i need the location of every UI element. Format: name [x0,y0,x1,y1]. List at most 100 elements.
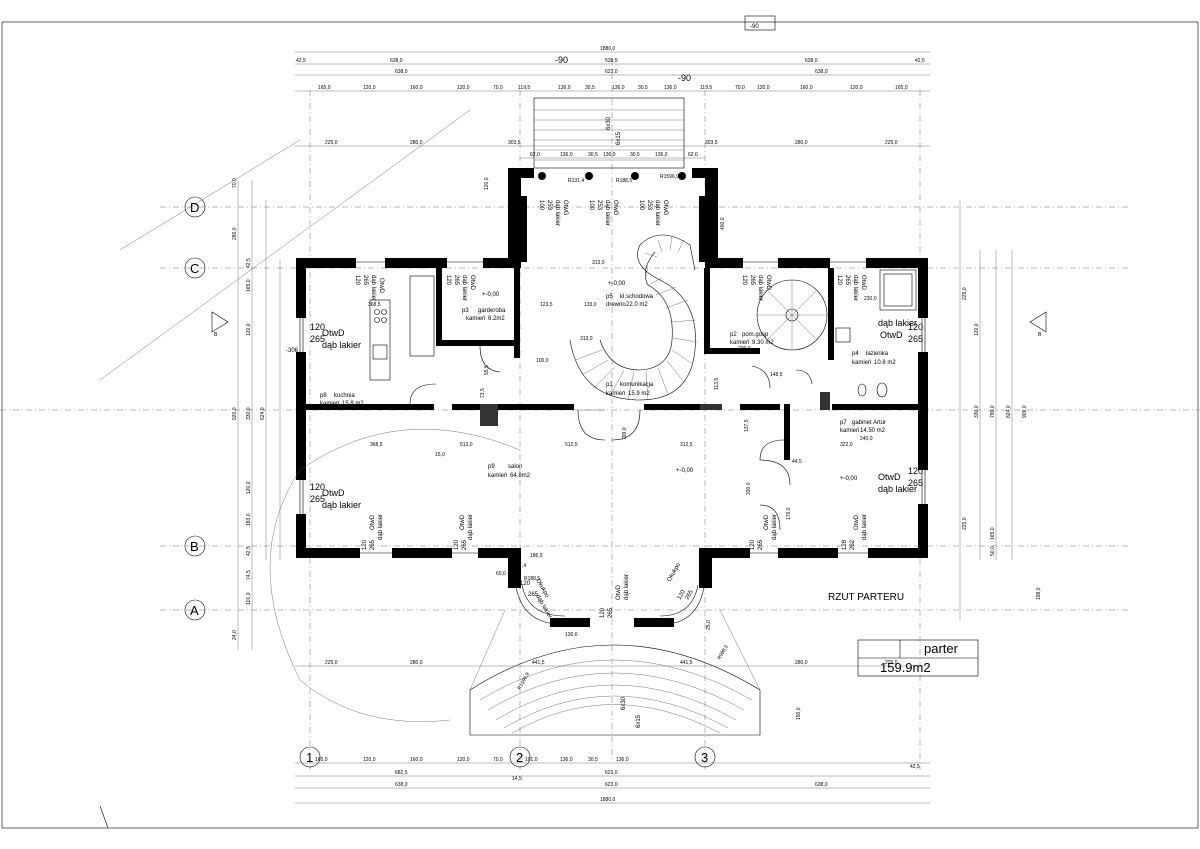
svg-text:280,0: 280,0 [410,660,423,666]
svg-text:kamień: kamień [730,340,749,346]
svg-text:22.0 m2: 22.0 m2 [626,302,648,308]
svg-text:15.8 m2: 15.8 m2 [342,401,364,407]
svg-text:A: A [190,603,199,618]
svg-text:dąb lakier: dąb lakier [852,275,858,301]
svg-text:gabinet Artur: gabinet Artur [852,420,886,426]
axis-lines [0,60,1200,770]
svg-text:dąb lakier: dąb lakier [604,200,610,226]
svg-text:280,0: 280,0 [410,140,423,146]
svg-text:120: 120 [836,275,842,286]
svg-text:dąb lakier: dąb lakier [878,318,917,328]
svg-text:280,0: 280,0 [795,140,808,146]
svg-text:133,0: 133,0 [584,302,597,308]
drawing-title: RZUT PARTERU [828,592,904,603]
svg-text:253: 253 [646,200,652,211]
svg-text:136,0: 136,0 [616,757,629,763]
svg-text:638,0: 638,0 [815,69,828,75]
dims-bottom: 165,0 120,0 160,0 120,0 70,0 101,0 136,0… [295,660,930,804]
svg-text:280,0: 280,0 [795,660,808,666]
svg-text:dąb lakier: dąb lakier [624,574,630,600]
section-marker-right: B [1029,311,1047,338]
room-p1: p1 komunikacja kamień 15.9 m2 [606,382,654,397]
svg-text:73,5: 73,5 [480,388,486,398]
svg-text:p2: p2 [730,332,737,338]
svg-text:3: 3 [701,750,708,765]
svg-text:624,0: 624,0 [260,407,266,420]
svg-text:120,0: 120,0 [457,85,470,91]
svg-text:638,0: 638,0 [805,58,818,64]
svg-text:30,5: 30,5 [638,85,648,91]
room-p9: p9 salon kamień 64.8m2 [488,464,531,479]
svg-text:101,0: 101,0 [246,592,252,605]
svg-text:120: 120 [520,581,531,587]
svg-text:kamień: kamień [466,316,485,322]
svg-text:OtwD: OtwD [860,275,866,291]
area-value: 159.9m2 [880,660,931,675]
porch-columns: R131,4 R188,5 R1596,9 [538,172,686,184]
axis-bubble-1: 1 [299,746,321,768]
svg-text:OtwD: OtwD [616,584,622,600]
svg-text:265: 265 [453,275,459,286]
svg-text:101,0: 101,0 [525,757,538,763]
spiral-stair [756,279,828,351]
svg-text:265: 265 [362,275,368,286]
svg-text:6x30: 6x30 [621,696,627,710]
svg-text:15,0: 15,0 [435,452,445,458]
svg-text:100: 100 [588,200,594,211]
svg-text:dąb lakier: dąb lakier [322,500,361,510]
svg-text:120,0: 120,0 [974,323,980,336]
svg-text:R998,5: R998,5 [717,644,730,661]
opening-tag-top-4: 120 265 dąb lakier OtwD [836,275,866,301]
svg-text:799,0: 799,0 [622,427,628,440]
svg-text:C: C [190,261,199,276]
svg-text:dąb lakier: dąb lakier [378,514,384,540]
svg-text:kamień: kamień [606,391,625,397]
svg-text:312,5: 312,5 [680,442,693,448]
sheet-corner-line [99,805,109,829]
svg-text:OtwD: OtwD [854,514,860,530]
hatched-posts [480,392,830,426]
level-entry: -90 -90 [555,55,691,83]
opening-tag-rear-1: 100 253 dąb lakier OtwG [538,200,568,226]
svg-text:120,0: 120,0 [363,757,376,763]
svg-text:120,0: 120,0 [850,85,863,91]
svg-text:dąb lakier: dąb lakier [461,275,467,301]
svg-text:1: 1 [306,750,313,765]
svg-text:120: 120 [310,322,325,332]
svg-text:441,5: 441,5 [680,660,693,666]
svg-text:160,0: 160,0 [800,85,813,91]
doors [409,345,813,531]
svg-text:B: B [190,539,199,554]
opening-tag-right-1: 120 265 dąb lakier OtwD [878,318,923,344]
svg-text:9.30 m2: 9.30 m2 [752,340,774,346]
walls [296,168,928,627]
svg-text:dąb lakier: dąb lakier [554,200,560,226]
svg-text:-306: -306 [286,348,299,354]
svg-text:330,0: 330,0 [746,482,752,495]
svg-text:204,0: 204,0 [788,262,801,268]
opening-tag-rear-2: 100 253 dąb lakier OtwG [588,200,618,226]
svg-text:136,0: 136,0 [612,85,625,91]
svg-text:280,0: 280,0 [232,227,238,240]
svg-text:p1: p1 [606,382,613,388]
axis-bubble-b: B [184,535,206,557]
svg-text:265: 265 [370,539,376,550]
svg-text:198,0: 198,0 [1036,587,1042,600]
svg-text:799,0: 799,0 [990,405,996,418]
svg-text:-90: -90 [750,24,759,30]
svg-text:30,5: 30,5 [630,152,640,158]
svg-text:538,5: 538,5 [605,58,618,64]
svg-text:183,0: 183,0 [246,513,252,526]
svg-text:OtwD: OtwD [764,514,770,530]
svg-text:160,0: 160,0 [410,757,423,763]
svg-text:OtwD: OtwD [880,330,903,340]
svg-text:136,0: 136,0 [655,152,668,158]
svg-text:R131,4: R131,4 [510,563,526,569]
svg-text:120: 120 [750,539,756,550]
svg-text:dąb lakier: dąb lakier [878,484,917,494]
svg-text:64.8m2: 64.8m2 [510,473,531,479]
axis-bubble-3: 3 [694,746,716,768]
room-p5: p5 kl.schodowa drewno 22.0 m2 [606,294,654,308]
svg-text:623,0: 623,0 [605,782,618,788]
svg-text:120,0: 120,0 [363,85,376,91]
